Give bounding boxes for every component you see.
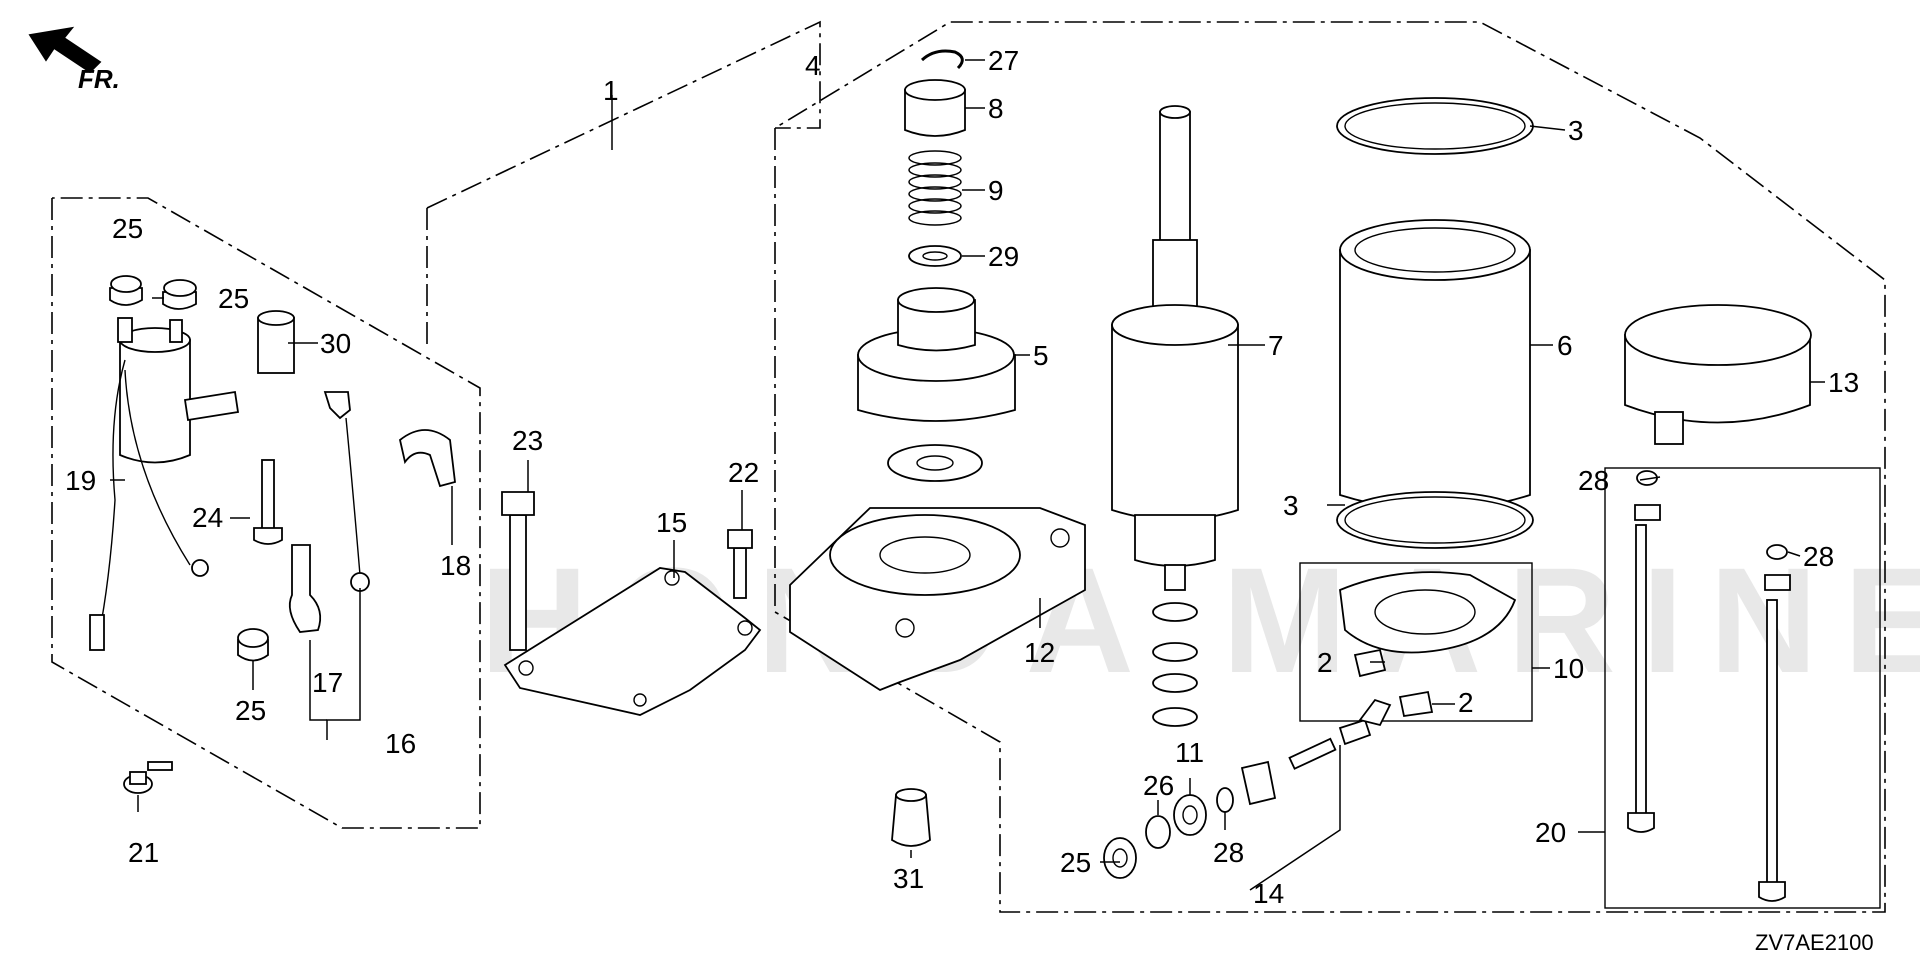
thrust-washer bbox=[887, 444, 983, 482]
snap-ring-27 bbox=[920, 49, 964, 70]
through-bolt-20 bbox=[1627, 524, 1655, 833]
yoke-6 bbox=[1339, 219, 1531, 511]
callout-20: 20 bbox=[1535, 817, 1566, 848]
boot-18 bbox=[398, 429, 456, 488]
solenoid-group-outline bbox=[51, 197, 481, 829]
boot-17 bbox=[288, 544, 322, 633]
callout-10: 10 bbox=[1553, 653, 1584, 684]
nut-25 bbox=[237, 628, 269, 662]
bolt-22 bbox=[727, 529, 753, 599]
callout-17: 17 bbox=[312, 667, 343, 698]
rear-cover-13 bbox=[1624, 304, 1812, 445]
callout-5: 5 bbox=[1033, 340, 1049, 371]
callout-18: 18 bbox=[440, 550, 471, 581]
callout-21: 21 bbox=[128, 837, 159, 868]
washer-stack bbox=[1152, 602, 1198, 727]
o-ring-3 bbox=[1336, 97, 1534, 155]
callout-25: 25 bbox=[1060, 847, 1091, 878]
drawing-code: ZV7AE2100 bbox=[1755, 930, 1874, 955]
callout-12: 12 bbox=[1024, 637, 1055, 668]
callout-13: 13 bbox=[1828, 367, 1859, 398]
callout-24: 24 bbox=[192, 502, 223, 533]
washer-28 bbox=[1766, 544, 1788, 560]
callout-4: 4 bbox=[805, 50, 821, 81]
callout-9: 9 bbox=[988, 175, 1004, 206]
callout-29: 29 bbox=[988, 241, 1019, 272]
washer-28 bbox=[1216, 787, 1234, 813]
spring-9 bbox=[908, 150, 962, 226]
callout-2: 2 bbox=[1458, 687, 1474, 718]
callout-labels: 1 2 2 3 3 4 5 6 7 8 9 10 11 12 13 14 15 … bbox=[65, 45, 1859, 909]
callout-31: 31 bbox=[893, 863, 924, 894]
callout-27: 27 bbox=[988, 45, 1019, 76]
callout-11: 11 bbox=[1175, 737, 1204, 768]
nut-25 bbox=[109, 275, 143, 306]
callout-25: 25 bbox=[112, 213, 143, 244]
bolt-21 bbox=[123, 761, 173, 794]
callout-3: 3 bbox=[1283, 490, 1299, 521]
brush-2 bbox=[1398, 690, 1434, 718]
callout-23: 23 bbox=[512, 425, 543, 456]
bolt-24 bbox=[253, 459, 283, 545]
plug-31 bbox=[891, 788, 931, 847]
callout-26: 26 bbox=[1143, 770, 1174, 801]
callout-6: 6 bbox=[1557, 330, 1573, 361]
o-ring-3 bbox=[1336, 491, 1534, 549]
callout-7: 7 bbox=[1268, 330, 1284, 361]
insulator-28 bbox=[1764, 574, 1791, 591]
terminal-bolt-14 bbox=[1288, 698, 1392, 770]
bolt-23 bbox=[501, 491, 535, 651]
nut-11 bbox=[1173, 794, 1207, 836]
insulator-28 bbox=[1634, 504, 1661, 521]
callout-28: 28 bbox=[1803, 541, 1834, 572]
brush-2 bbox=[1353, 648, 1387, 678]
washer-29 bbox=[908, 245, 962, 267]
through-bolt-group-box bbox=[1604, 467, 1881, 909]
callout-8: 8 bbox=[988, 93, 1004, 124]
callout-1: 1 bbox=[603, 75, 619, 106]
brush-holder-group-box bbox=[1299, 562, 1533, 722]
callout-28: 28 bbox=[1578, 465, 1609, 496]
leader-lines bbox=[110, 59, 1825, 891]
callout-19: 19 bbox=[65, 465, 96, 496]
front-direction-arrow-icon: FR. bbox=[28, 26, 120, 94]
cable-16 bbox=[323, 391, 370, 592]
nut-25 bbox=[162, 279, 197, 310]
callout-25: 25 bbox=[235, 695, 266, 726]
callout-14: 14 bbox=[1253, 878, 1284, 909]
callout-30: 30 bbox=[320, 328, 351, 359]
solenoid-assembly bbox=[89, 317, 240, 651]
callout-3: 3 bbox=[1568, 115, 1584, 146]
washer-26 bbox=[1145, 815, 1171, 849]
callout-25: 25 bbox=[218, 283, 249, 314]
callout-28: 28 bbox=[1213, 837, 1244, 868]
callout-22: 22 bbox=[728, 457, 759, 488]
front-direction-label: FR. bbox=[78, 64, 120, 94]
bracket-15 bbox=[503, 567, 762, 716]
callout-15: 15 bbox=[656, 507, 687, 538]
stop-collar-8 bbox=[904, 79, 966, 137]
pinion-drive-5 bbox=[857, 287, 1016, 422]
through-bolt-20 bbox=[1758, 599, 1786, 902]
front-cover-12 bbox=[789, 507, 1086, 692]
callout-16: 16 bbox=[385, 728, 416, 759]
callout-2: 2 bbox=[1317, 647, 1333, 678]
cap-30 bbox=[257, 310, 295, 374]
cap-nut-25 bbox=[1103, 837, 1137, 879]
assembly-outline-1 bbox=[426, 20, 821, 209]
insulator-28 bbox=[1240, 760, 1277, 806]
brush-holder-10 bbox=[1339, 571, 1517, 654]
armature-7 bbox=[1111, 105, 1239, 591]
